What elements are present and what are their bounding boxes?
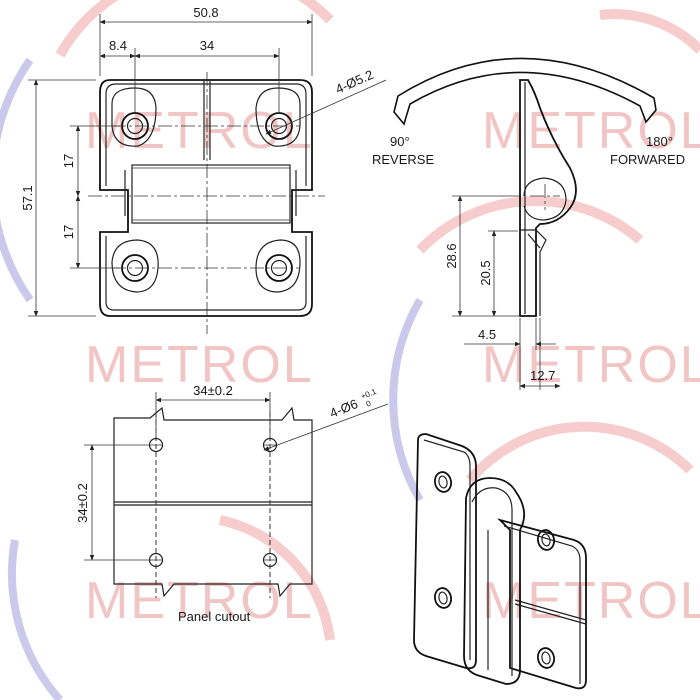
watermark-text: METROL (482, 336, 700, 394)
hinge-outline (99, 79, 313, 317)
hinge-side-profile (519, 79, 577, 317)
cutout-dim-horizontal: 34±0.2 (193, 383, 233, 398)
rotation-arrow (393, 57, 657, 126)
dim-thickness: 4.5 (478, 327, 496, 342)
rotation-right-angle: 180° (646, 134, 673, 149)
rotation-right-label: FORWARED (610, 152, 685, 167)
watermark-text: METROL (85, 572, 314, 630)
dim-half-top: 17 (61, 154, 76, 168)
dim-overall-width: 50.8 (193, 5, 218, 20)
cutout-hole-callout: 4-Ø6 (328, 396, 360, 421)
front-view: 50.8 8.4 34 57.1 17 17 4-Ø5.2 (20, 5, 387, 334)
hole-callout: 4-Ø5.2 (333, 67, 375, 97)
dim-offset: 8.4 (109, 38, 127, 53)
watermark-text: METROL (85, 336, 314, 394)
dim-depth: 12.7 (530, 368, 555, 383)
watermark-text: METROL (482, 102, 700, 160)
dim-height-total: 28.6 (444, 243, 459, 268)
dim-height: 57.1 (20, 185, 35, 210)
watermark-text: METROL (482, 572, 700, 630)
isometric-view (413, 433, 587, 690)
rotation-left-label: REVERSE (372, 152, 434, 167)
dim-half-bottom: 17 (61, 225, 76, 239)
panel-cutout: 34±0.2 34±0.2 4-Ø6 +0.1 0 Panel cutout (75, 383, 389, 624)
cutout-tol-lower: 0 (365, 399, 373, 409)
dim-height-leaf: 20.5 (478, 260, 493, 285)
cutout-caption: Panel cutout (178, 609, 251, 624)
cutout-dim-vertical: 34±0.2 (75, 483, 90, 523)
dim-hole-spacing: 34 (200, 38, 214, 53)
side-view: 90° REVERSE 180° FORWARED 28.6 20.5 4.5 … (372, 57, 685, 390)
rotation-left-angle: 90° (390, 134, 410, 149)
